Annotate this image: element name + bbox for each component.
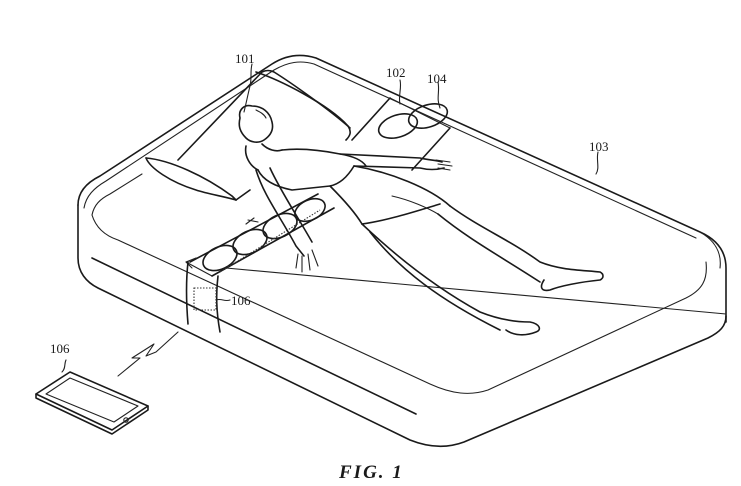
label-104-sensor-pad: 104 [427, 71, 447, 86]
sensor-strip-left [185, 193, 335, 333]
leader-101 [243, 63, 253, 113]
pillow [145, 69, 351, 201]
mattress [77, 54, 727, 448]
person-101 [238, 104, 604, 336]
label-102-sensor-strip: 102 [386, 65, 406, 80]
leader-lines [243, 63, 599, 175]
wireless-signal-icon [117, 331, 179, 377]
label-103-mattress: 103 [589, 139, 609, 154]
leader-102 [398, 79, 402, 105]
phone-106 [35, 359, 149, 435]
controller-box-106 [193, 287, 231, 311]
leader-103 [595, 151, 599, 175]
leader-104 [437, 81, 441, 109]
label-101-person: 101 [235, 51, 255, 66]
sensor-strip-102 [351, 97, 451, 171]
label-106-phone: 106 [50, 341, 70, 356]
label-106-controller: 106 [231, 293, 251, 308]
sensor-pad-104 [407, 103, 449, 129]
figure-caption: FIG. 1 [339, 462, 404, 483]
